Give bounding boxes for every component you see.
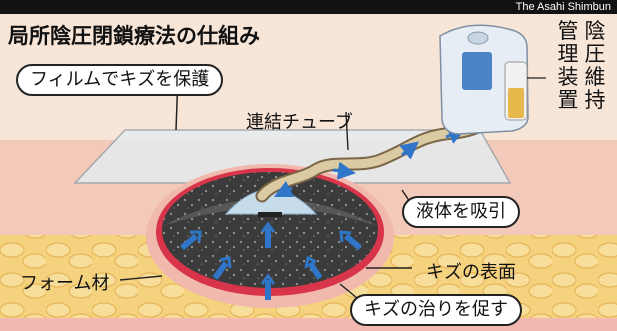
device-char: 装 — [557, 65, 579, 89]
device-char: 圧 — [584, 42, 606, 66]
suction-arrows — [180, 221, 362, 300]
label-fluid: 液体を吸引 — [402, 196, 520, 228]
device-char: 理 — [557, 42, 579, 66]
device-label-column-2: 陰 圧 維 持 — [583, 20, 607, 112]
device-label-column-1: 管 理 装 置 — [556, 20, 580, 112]
device-char: 置 — [557, 88, 579, 112]
diagram-title: 局所陰圧閉鎖療法の仕組み — [8, 24, 260, 48]
label-surface: キズの表面 — [426, 262, 516, 283]
label-heal: キズの治りを促す — [350, 294, 522, 326]
label-tube: 連結チューブ — [246, 112, 353, 133]
label-foam: フォーム材 — [20, 273, 110, 294]
device-char: 持 — [584, 88, 606, 112]
credit-bar: The Asahi Shimbun — [0, 0, 617, 14]
label-film: フィルムでキズを保護 — [16, 64, 224, 96]
tube-flow-arrows — [273, 127, 467, 198]
device-char: 維 — [584, 65, 606, 89]
suction-device — [439, 24, 546, 135]
device-char: 陰 — [584, 19, 606, 43]
credit-text: The Asahi Shimbun — [515, 1, 611, 13]
device-char: 管 — [557, 19, 579, 43]
